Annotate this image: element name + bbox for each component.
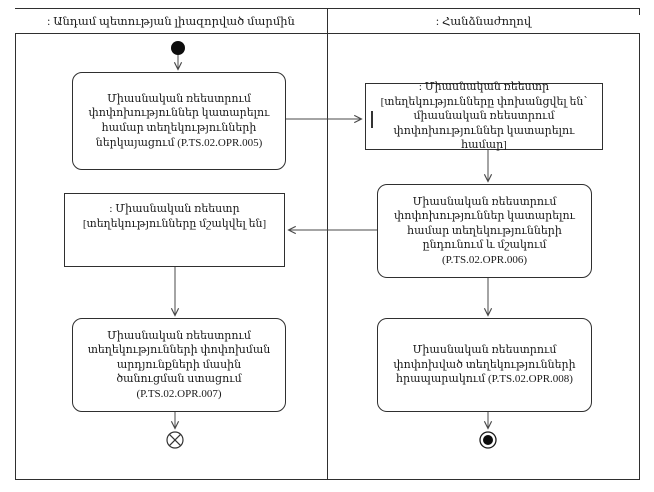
flow-final-icon (166, 431, 184, 449)
activity-final-icon (479, 431, 497, 449)
lane-divider (327, 8, 328, 480)
action-label: Միասնական ռեեստրում փոփոխություններ կատա… (394, 195, 575, 266)
lane-title: : Անդամ պետության լիազորված մարմին (47, 16, 295, 28)
lane-header-authorized-body: : Անդամ պետության լիազորված մարմին (15, 8, 327, 33)
action-label: Միասնական ռեեստրում փոփոխված տեղեկությու… (393, 344, 576, 386)
action-label: Միասնական ռեեստրում տեղեկությունների փոփ… (87, 329, 271, 400)
lane-title: : Հանձնաժողով (435, 16, 532, 28)
action-node-opr-005: Միասնական ռեեստրում փոփոխություններ կատա… (72, 72, 286, 170)
action-node-opr-008: Միասնական ռեեստրում փոփոխված տեղեկությու… (377, 318, 592, 412)
action-node-opr-006: Միասնական ռեեստրում փոփոխություններ կատա… (377, 184, 592, 278)
action-node-opr-007: Միասնական ռեեստրում տեղեկությունների փոփ… (72, 318, 286, 412)
initial-node-icon (171, 41, 185, 55)
arrow-anchor-pin-icon (371, 111, 373, 128)
object-node-register-transferred: : Միասնական ռեեստր [տեղեկությունները փոխ… (365, 81, 603, 152)
action-label: Միասնական ռեեստրում փոփոխություններ կատա… (88, 92, 270, 149)
object-node-register-processed: : Միասնական ռեեստր [տեղեկությունները մշա… (64, 193, 285, 267)
object-label: : Միասնական ռեեստր [տեղեկությունները փոխ… (380, 81, 588, 152)
lane-header-commission: : Հանձնաժողով (327, 8, 640, 33)
header-edge-tick (639, 8, 640, 15)
object-label: : Միասնական ռեեստր [տեղեկությունները մշա… (82, 203, 267, 230)
